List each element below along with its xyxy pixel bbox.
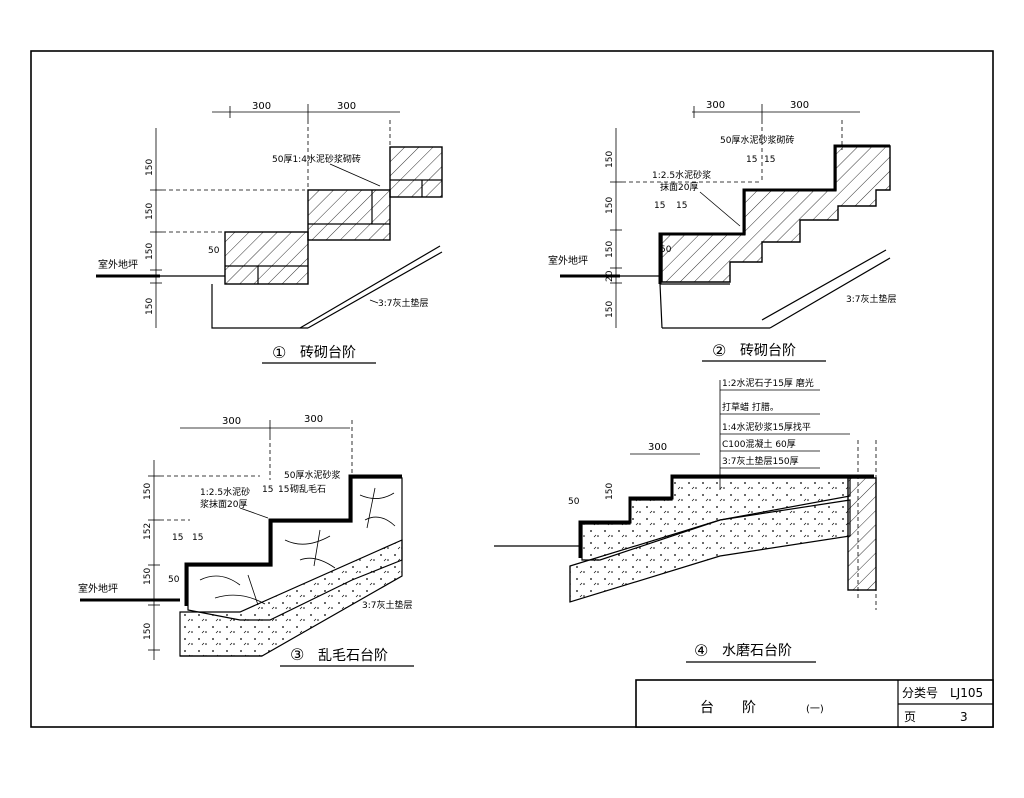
d2-dim-top-right: 300 xyxy=(790,100,809,111)
d3-dim-15d: 15 xyxy=(192,533,203,543)
d3-note-face2: 浆抹面20厚 xyxy=(200,498,247,510)
d2-caption: 砖砌台阶 xyxy=(740,343,796,359)
d4-dim-top: 300 xyxy=(648,442,667,453)
d1-note-mortar: 50厚1:4水泥砂浆砌砖 xyxy=(272,153,361,165)
detail-2-brick-steps-plastered: 300 300 150 150 150 150 20 室外地坪 50 50厚水泥… xyxy=(548,100,897,362)
detail-3-rubble-stone-steps: 300 300 150 152 150 150 室外地坪 50 50厚水泥砂浆 … xyxy=(78,414,414,667)
d1-dim-v2: 150 xyxy=(145,203,155,220)
d4-caption-num: ④ xyxy=(694,641,708,660)
d3-dim-v1: 150 xyxy=(143,483,153,500)
title-text: 台 阶 xyxy=(700,700,756,716)
d4-note-5: 3:7灰土垫层150厚 xyxy=(722,455,799,467)
code-value: LJ105 xyxy=(950,686,983,700)
d2-note-mortar: 50厚水泥砂浆砌砖 xyxy=(720,134,794,146)
d2-label-base: 3:7灰土垫层 xyxy=(846,293,897,305)
d2-dim-v4: 150 xyxy=(605,301,615,318)
d4-note-4: C100混凝土 60厚 xyxy=(722,438,796,450)
d4-note-1: 1:2水泥石子15厚 磨光 xyxy=(722,377,814,389)
d3-dim-v4: 150 xyxy=(143,623,153,640)
d3-note-mortar: 50厚水泥砂浆 xyxy=(284,469,340,481)
d1-dim-v1: 150 xyxy=(145,159,155,176)
d2-dim-15d: 15 xyxy=(676,201,687,211)
d2-label-floor: 室外地坪 xyxy=(548,254,588,267)
d4-dim-v1: 150 xyxy=(605,483,615,500)
title-block: 台 阶 (一) 分类号 LJ105 页 3 xyxy=(635,679,994,728)
d4-caption: 水磨石台阶 xyxy=(722,643,792,659)
d1-caption: 砖砌台阶 xyxy=(300,345,356,361)
d2-note-face: 1:2.5水泥砂浆 xyxy=(652,169,711,181)
d3-dim-50: 50 xyxy=(168,575,180,585)
d3-dim-v3: 150 xyxy=(143,568,153,585)
d3-label-floor: 室外地坪 xyxy=(78,582,118,595)
title-suffix: (一) xyxy=(806,704,824,715)
d4-note-3: 1:4水泥砂浆15厚找平 xyxy=(722,421,811,433)
d3-note-stone: 砌乱毛石 xyxy=(290,483,326,495)
d1-dim-top-left: 300 xyxy=(252,101,271,112)
d3-dim-top-left: 300 xyxy=(222,416,241,427)
detail-1-brick-steps: 300 300 150 150 150 150 室外地坪 50 50厚1:4水泥 xyxy=(96,101,443,364)
d3-caption-num: ③ xyxy=(290,645,304,664)
d1-dim-top-right: 300 xyxy=(337,101,356,112)
d1-dim-50: 50 xyxy=(208,246,220,256)
d2-dim-15b: 15 xyxy=(764,155,775,165)
d4-dim-50: 50 xyxy=(568,497,580,507)
page-value: 3 xyxy=(960,710,968,724)
d3-dim-top-right: 300 xyxy=(304,414,323,425)
d1-label-base: 3:7灰土垫层 xyxy=(378,297,429,309)
d4-note-2: 打草蜡 打腊。 xyxy=(722,401,779,413)
d1-dim-v4: 150 xyxy=(145,298,155,315)
d3-caption: 乱毛石台阶 xyxy=(318,648,388,664)
d2-dim-top-left: 300 xyxy=(706,100,725,111)
page-label: 页 xyxy=(904,710,916,724)
d2-dim-v3: 150 xyxy=(605,241,615,258)
d2-note-face2: 抹面20厚 xyxy=(660,181,698,193)
d3-note-face: 1:2.5水泥砂 xyxy=(200,486,250,498)
d1-label-floor: 室外地坪 xyxy=(98,258,138,271)
d3-label-base: 3:7灰土垫层 xyxy=(362,599,413,611)
d2-dim-15a: 15 xyxy=(746,155,757,165)
code-label: 分类号 xyxy=(902,686,938,700)
d3-dim-15c: 15 xyxy=(172,533,183,543)
d1-caption-num: ① xyxy=(272,343,286,362)
d3-dim-v2: 152 xyxy=(143,523,153,540)
sheet-border xyxy=(30,50,994,728)
detail-4-terrazzo-steps: 1:2水泥石子15厚 磨光 打草蜡 打腊。 1:4水泥砂浆15厚找平 C100混… xyxy=(494,377,877,663)
d3-dim-15a: 15 xyxy=(262,485,273,495)
d2-caption-num: ② xyxy=(712,341,726,360)
d1-dim-v3: 150 xyxy=(145,243,155,260)
d2-dim-15c: 15 xyxy=(654,201,665,211)
d3-dim-15b: 15 xyxy=(278,485,289,495)
d2-dim-v1: 150 xyxy=(605,151,615,168)
d2-dim-v2: 150 xyxy=(605,197,615,214)
